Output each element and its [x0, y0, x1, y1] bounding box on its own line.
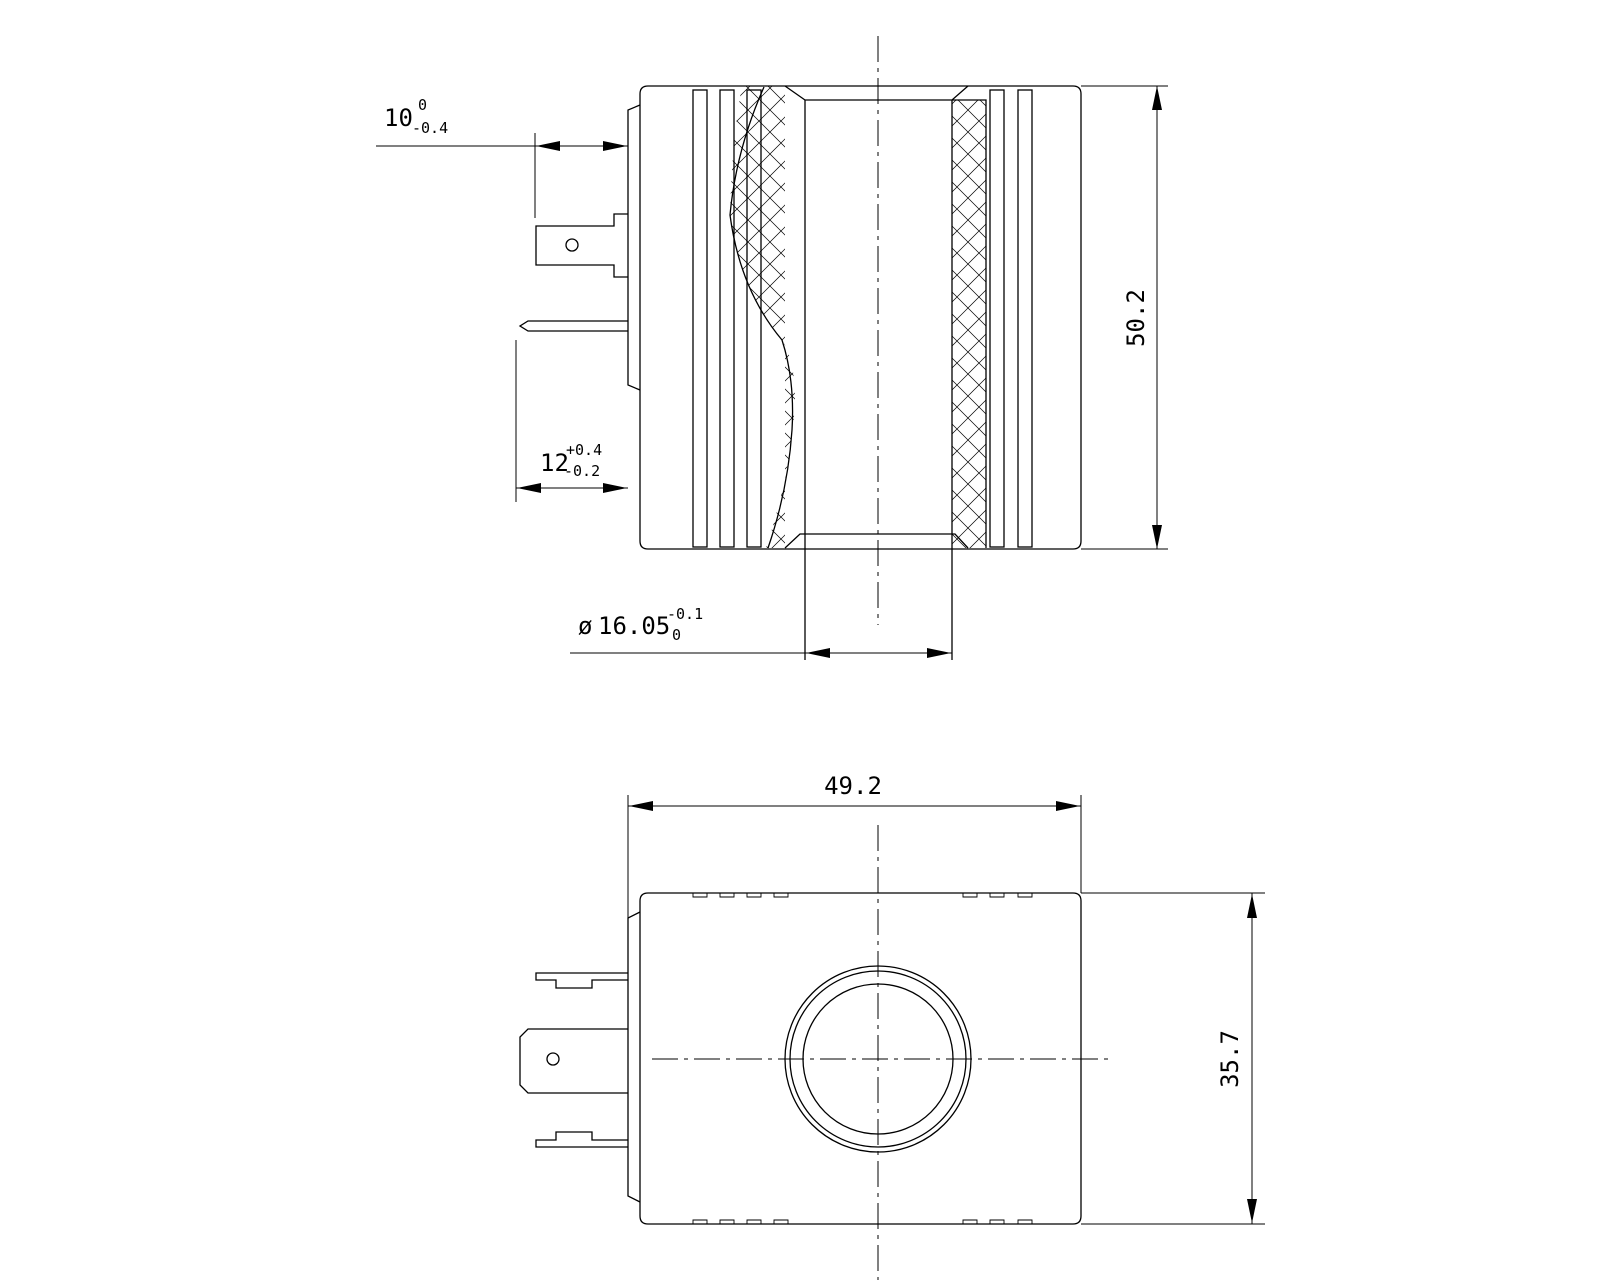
top-view: 49.2 35.7 [519, 772, 1265, 1280]
top-terminal-middle [519, 1028, 628, 1094]
bobbin-top [784, 85, 969, 101]
top-terminal-hole [546, 1052, 560, 1066]
top-terminal-lower [535, 1131, 628, 1148]
terminal-length-dimension: 12 +0.4 -0.2 [515, 340, 628, 502]
terminal-hole [565, 238, 579, 252]
terminal-length-sup: +0.4 [566, 441, 602, 459]
depth-dimension: 35.7 [1081, 892, 1265, 1225]
coil-body-outline [639, 85, 1082, 550]
bore-diameter-base: 16.05 [598, 612, 670, 640]
bore-diameter-dimension: ø 16.05 -0.1 0 [570, 605, 952, 658]
bore-diameter-sub: 0 [672, 626, 681, 644]
grooves-right [989, 89, 1033, 548]
terminal-length-sub: -0.2 [564, 462, 600, 480]
terminal-gap-sub: -0.4 [412, 119, 448, 137]
top-notches [692, 893, 1033, 1224]
top-connector-block [627, 911, 641, 1203]
winding-left [729, 86, 795, 549]
terminal-length-base: 12 [540, 449, 569, 477]
bore-diameter-sup: -0.1 [667, 605, 703, 623]
bobbin-bottom [784, 533, 969, 549]
terminal-gap-dimension: 10 0 -0.4 [376, 96, 628, 218]
lower-pin-terminal [518, 320, 628, 332]
height-dimension: 50.2 [1081, 85, 1168, 550]
connector-block [627, 104, 641, 391]
terminal-gap-sup: 0 [418, 96, 427, 114]
terminal-gap-base: 10 [384, 104, 413, 132]
height-label: 50.2 [1122, 289, 1150, 347]
top-terminal-upper [535, 972, 628, 989]
winding-right [952, 99, 987, 548]
upper-terminal [535, 213, 628, 278]
top-body-outline [639, 892, 1082, 1225]
width-dimension: 49.2 [627, 772, 1082, 920]
section-view: 50.2 10 0 -0.4 12 +0.4 -0.2 ø [376, 36, 1168, 660]
bore-diameter-symbol: ø [578, 612, 592, 640]
depth-label: 35.7 [1216, 1030, 1244, 1088]
width-label: 49.2 [824, 772, 882, 800]
